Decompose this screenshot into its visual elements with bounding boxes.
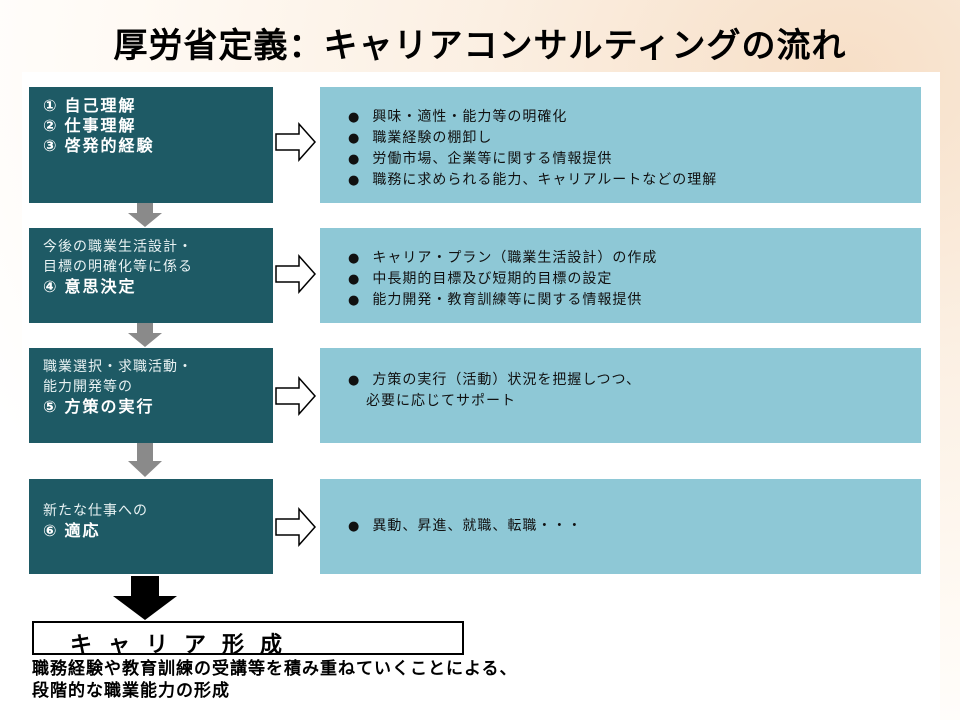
stage-step: ④ 意思決定	[43, 277, 273, 297]
bullet-icon: ●	[348, 293, 361, 308]
stage-details-3: ● 方策の実行（活動）状況を把握しつつ、 必要に応じてサポート	[320, 348, 921, 443]
bullet-icon: ●	[348, 173, 361, 188]
step-number: ⑤	[43, 397, 59, 416]
detail-item: ● 興味・適性・能力等の明確化	[348, 107, 921, 128]
stage-decision: 今後の職業生活設計・ 目標の明確化等に係る ④ 意思決定	[29, 228, 273, 323]
down-arrow-icon	[128, 443, 162, 477]
detail-item: ● 中長期的目標及び短期的目標の設定	[348, 269, 921, 290]
stage-self-understanding: ① 自己理解 ② 仕事理解 ③ 啓発的経験	[29, 87, 273, 203]
down-arrow-icon	[128, 323, 162, 347]
down-arrow-icon	[128, 203, 162, 227]
detail-text: 興味・適性・能力等の明確化	[372, 109, 568, 125]
step-label: 啓発的経験	[64, 136, 155, 155]
detail-text: 方策の実行（活動）状況を把握しつつ、	[372, 372, 641, 388]
stage-lead: 能力開発等の	[43, 379, 133, 395]
stage-lead: 目標の明確化等に係る	[43, 259, 193, 275]
description-line: 段階的な職業能力の形成	[32, 681, 230, 701]
right-arrow-icon	[275, 376, 317, 416]
bullet-icon: ●	[348, 272, 361, 287]
stage-execution: 職業選択・求職活動・ 能力開発等の ⑤ 方策の実行	[29, 348, 273, 443]
stage-lead: 今後の職業生活設計・	[43, 239, 193, 255]
stage-adaptation: 新たな仕事への ⑥ 適応	[29, 479, 273, 574]
bullet-icon: ●	[348, 251, 361, 266]
detail-item: ● 方策の実行（活動）状況を把握しつつ、	[348, 370, 921, 391]
stage-details-2: ● キャリア・プラン（職業生活設計）の作成 ● 中長期的目標及び短期的目標の設定 ●…	[320, 228, 921, 323]
detail-item: ● 能力開発・教育訓練等に関する情報提供	[348, 290, 921, 311]
stage-step: ⑤ 方策の実行	[43, 397, 273, 417]
detail-item: ● 職業経験の棚卸し	[348, 128, 921, 149]
right-arrow-icon	[275, 122, 317, 162]
detail-item: ● キャリア・プラン（職業生活設計）の作成	[348, 248, 921, 269]
stage-details-4: ● 異動、昇進、就職、転職・・・	[320, 479, 921, 574]
step-number: ②	[43, 116, 59, 135]
right-arrow-icon	[275, 254, 317, 294]
detail-text: 能力開発・教育訓練等に関する情報提供	[372, 292, 643, 308]
bullet-icon: ●	[348, 131, 361, 146]
step-label: 方策の実行	[64, 397, 155, 416]
bullet-icon: ●	[348, 152, 361, 167]
page-title: 厚労省定義：キャリアコンサルティングの流れ	[113, 26, 847, 66]
detail-item: ● 職務に求められる能力、キャリアルートなどの理解	[348, 170, 921, 191]
step-label: 意思決定	[64, 277, 137, 296]
stage-step: ③ 啓発的経験	[43, 136, 273, 156]
step-number: ③	[43, 136, 59, 155]
detail-text: 労働市場、企業等に関する情報提供	[372, 151, 613, 167]
step-label: 仕事理解	[64, 116, 137, 135]
career-formation-label: キャリア形成	[32, 621, 464, 658]
down-arrow-bold-icon	[113, 576, 177, 620]
bullet-icon: ●	[348, 519, 361, 534]
detail-text: 職務に求められる能力、キャリアルートなどの理解	[372, 172, 718, 188]
step-label: 適応	[64, 521, 101, 540]
step-label: 自己理解	[64, 96, 137, 115]
bullet-icon: ●	[348, 373, 361, 388]
stage-lead: 新たな仕事への	[43, 503, 148, 519]
stage-step: ① 自己理解	[43, 96, 273, 116]
stage-step: ② 仕事理解	[43, 116, 273, 136]
stage-details-1: ● 興味・適性・能力等の明確化 ● 職業経験の棚卸し ● 労働市場、企業等に関する情報…	[320, 87, 921, 203]
step-number: ⑥	[43, 521, 59, 540]
detail-item: ● 労働市場、企業等に関する情報提供	[348, 149, 921, 170]
right-arrow-icon	[275, 507, 317, 547]
stage-step: ⑥ 適応	[43, 521, 273, 541]
step-number: ①	[43, 96, 59, 115]
detail-text: キャリア・プラン（職業生活設計）の作成	[372, 250, 658, 266]
detail-text: 中長期的目標及び短期的目標の設定	[372, 271, 613, 287]
description-line: 職務経験や教育訓練の受講等を積み重ねていくことによる、	[32, 659, 518, 679]
detail-text: 職業経験の棚卸し	[372, 130, 493, 146]
career-formation-description: 職務経験や教育訓練の受講等を積み重ねていくことによる、 段階的な職業能力の形成	[32, 658, 518, 702]
step-number: ④	[43, 277, 59, 296]
stage-lead: 職業選択・求職活動・	[43, 359, 193, 375]
detail-continuation: 必要に応じてサポート	[366, 393, 516, 409]
detail-item: ● 異動、昇進、就職、転職・・・	[348, 516, 921, 537]
detail-text: 異動、昇進、就職、転職・・・	[372, 518, 583, 534]
bullet-icon: ●	[348, 110, 361, 125]
